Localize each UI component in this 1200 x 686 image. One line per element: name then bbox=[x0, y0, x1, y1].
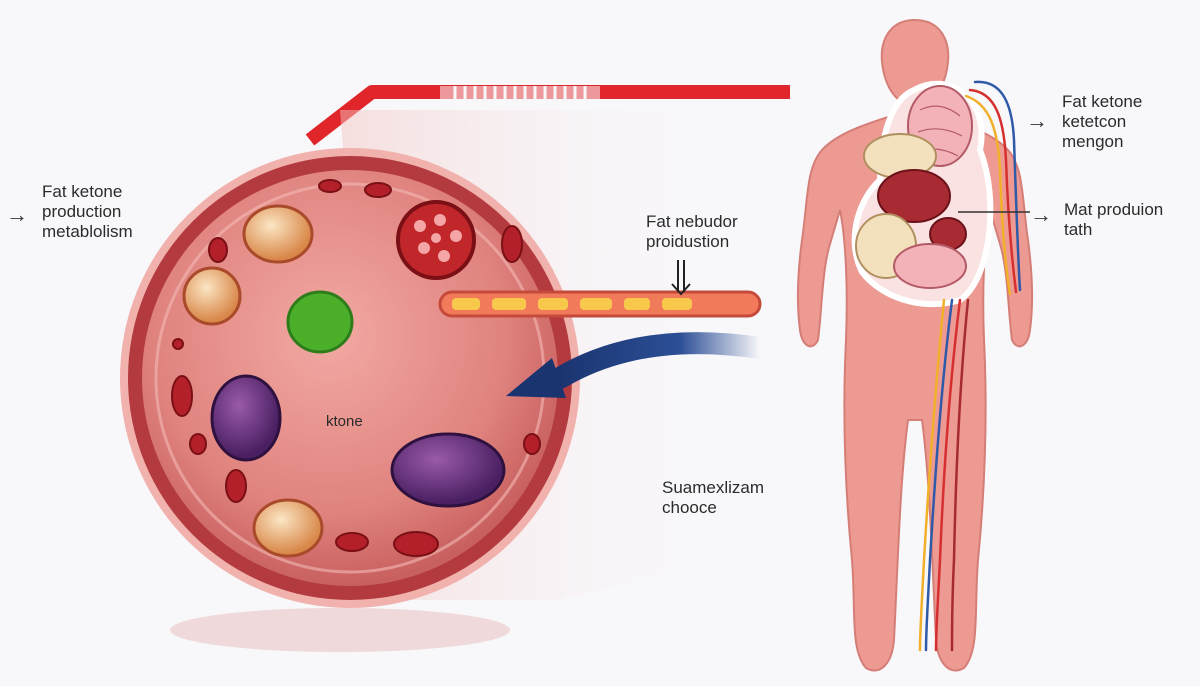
cell-shadow bbox=[170, 608, 510, 652]
label-mat-produion: Mat produion tath bbox=[1064, 200, 1164, 239]
organelles bbox=[171, 179, 541, 558]
organelle-tan-top bbox=[242, 204, 314, 264]
organelle-purple-left bbox=[210, 374, 282, 462]
label-fat-nebudor: Fat nebudor proidustion bbox=[646, 212, 738, 251]
arrow-right-icon: → bbox=[1030, 202, 1052, 227]
blood-vessel-tube bbox=[438, 290, 762, 318]
label-fat-ketone-production: Fat ketone production metablolism bbox=[42, 182, 133, 241]
label-ktone: ktone bbox=[326, 413, 363, 430]
double-down-arrow-icon bbox=[671, 260, 691, 296]
arrow-right-icon: → bbox=[1026, 108, 1048, 133]
label-fat-ketone-ketetcon: Fat ketone ketetcon mengon bbox=[1062, 92, 1143, 151]
organ-liver bbox=[877, 169, 951, 223]
organelle-tan-left bbox=[182, 266, 242, 326]
red-blood-cells bbox=[171, 179, 541, 557]
zoom-header-bar bbox=[305, 85, 790, 146]
organs bbox=[851, 80, 994, 307]
curved-arrow-left-icon bbox=[506, 332, 771, 398]
organelle-purple-right bbox=[390, 432, 506, 508]
organ-intestines bbox=[893, 243, 967, 289]
arrow-right-icon: → bbox=[6, 202, 28, 227]
label-suamexlizam: Suamexlizam chooce bbox=[662, 478, 765, 517]
organelle-green bbox=[286, 290, 354, 354]
vessels bbox=[918, 80, 1022, 652]
organelle-tan-bottom bbox=[252, 498, 324, 558]
